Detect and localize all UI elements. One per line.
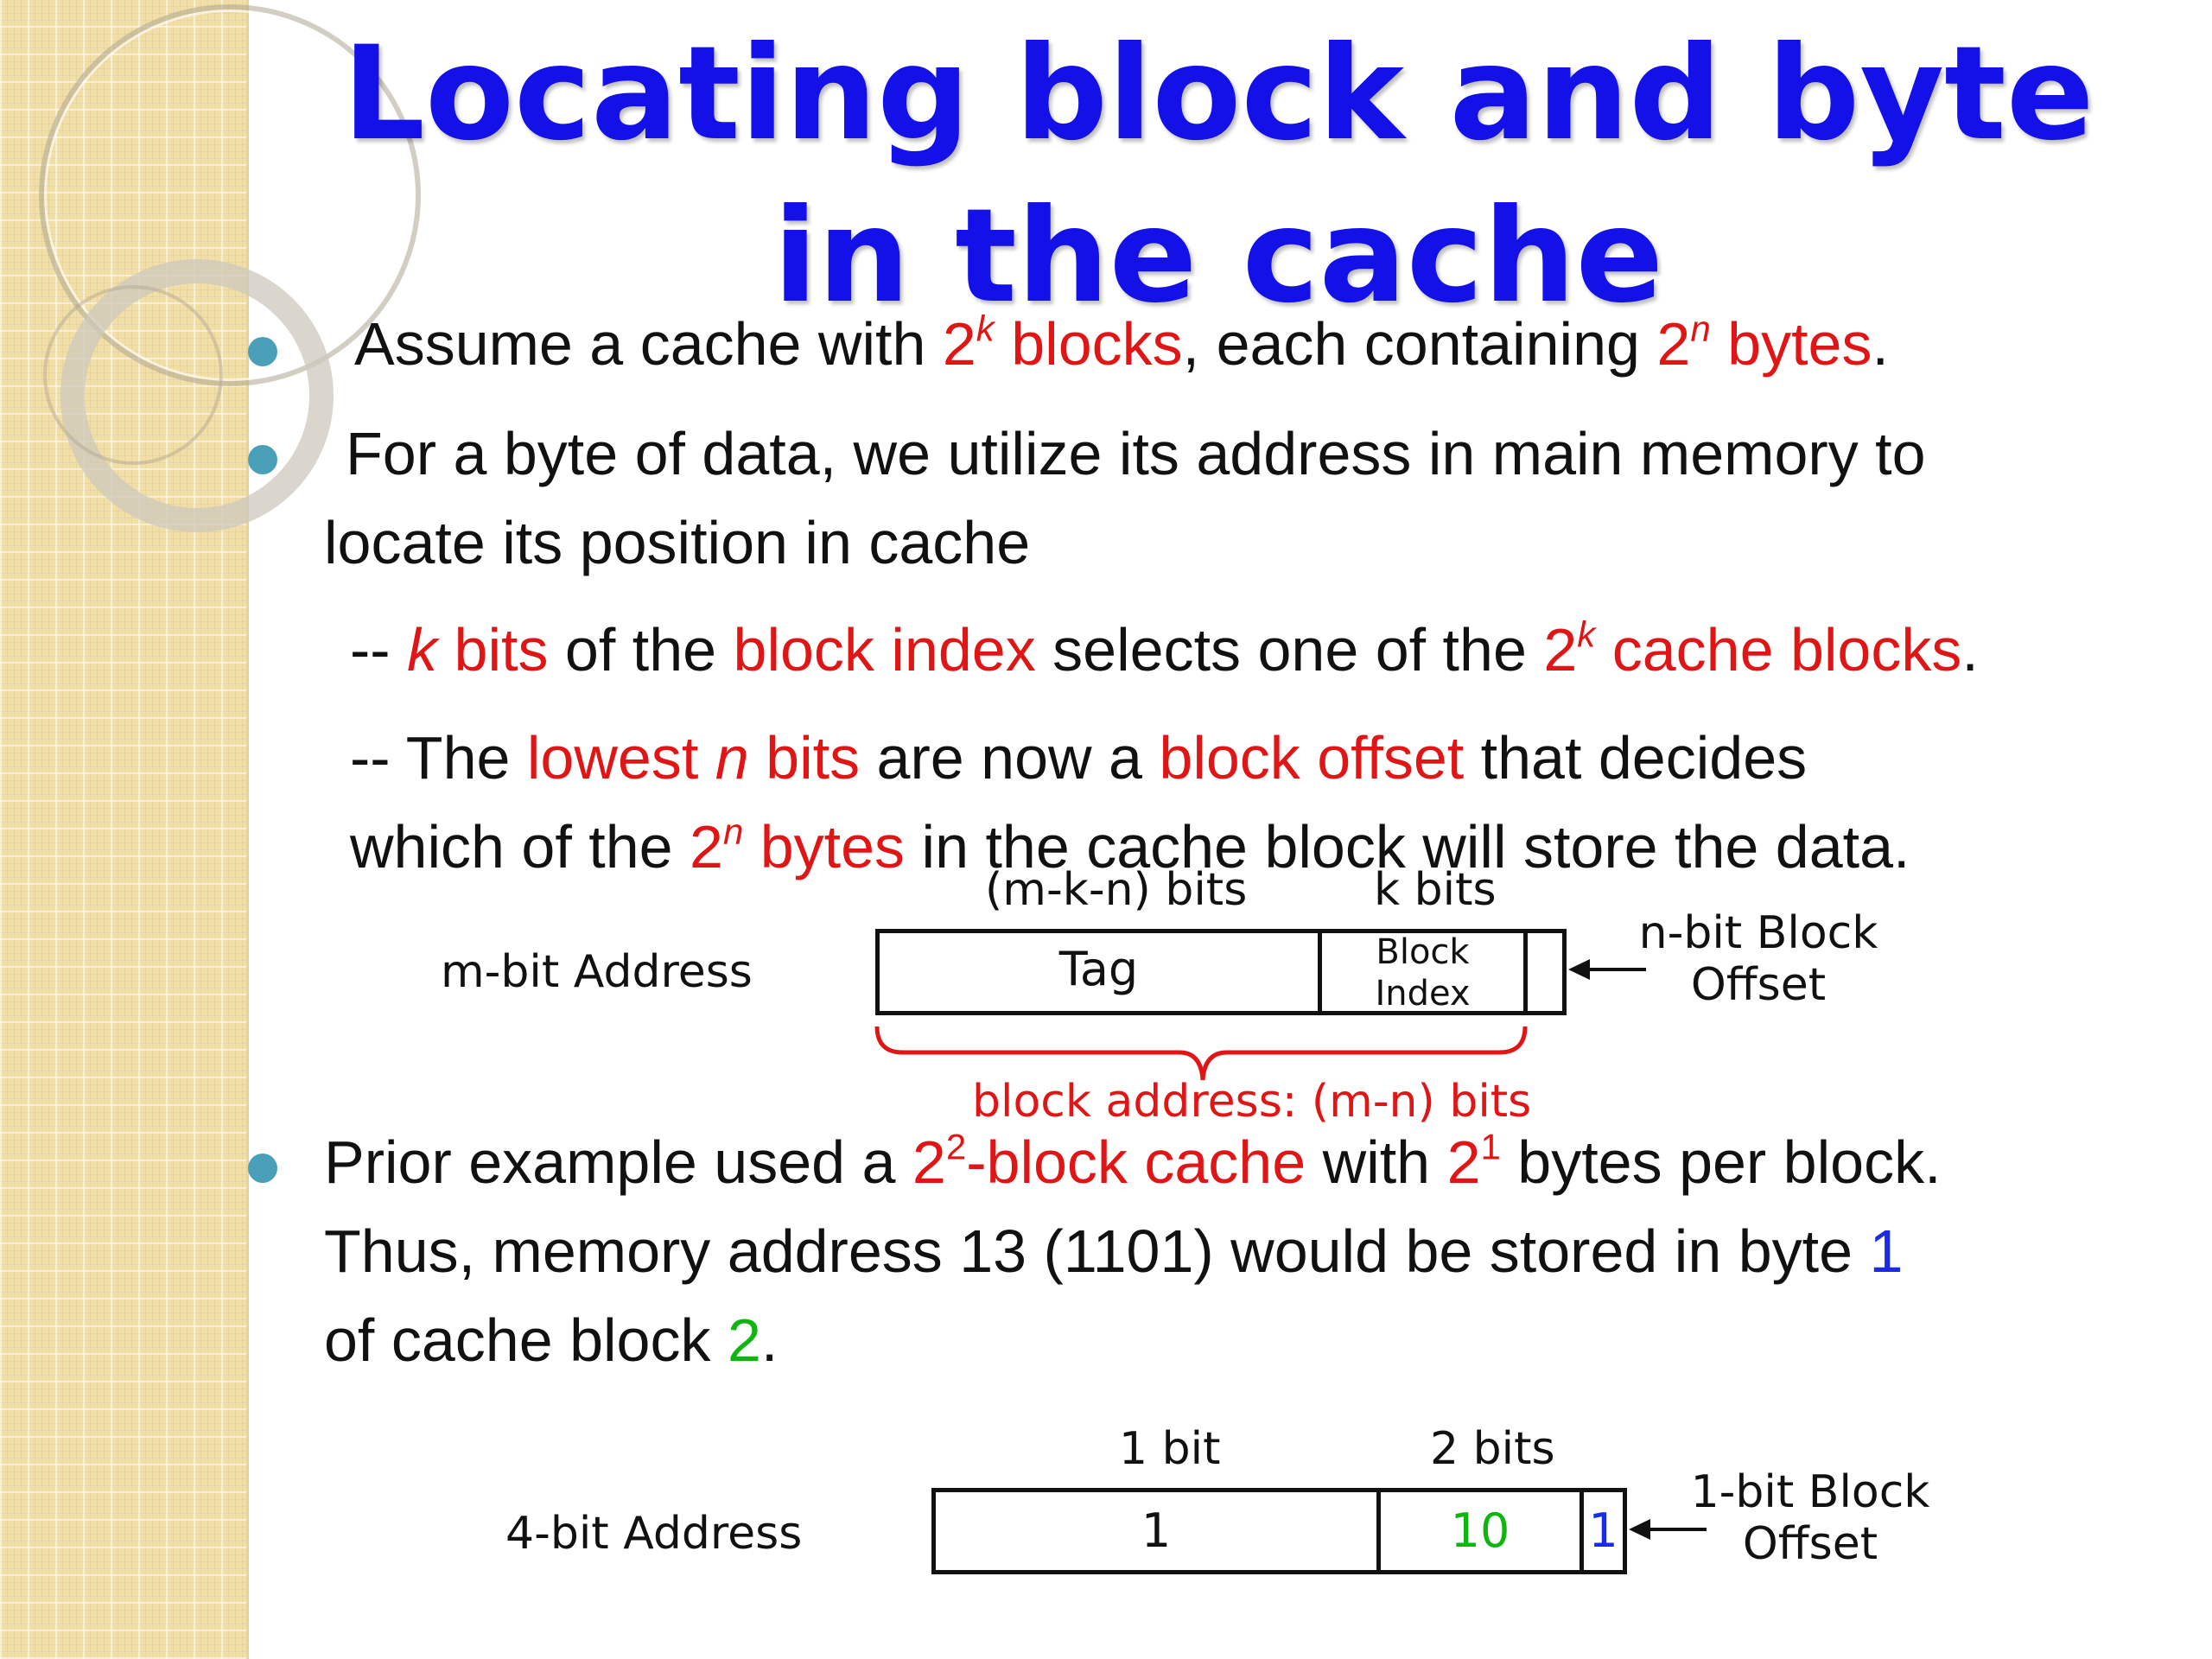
field-divider (1376, 1488, 1381, 1574)
bullet-dot (248, 445, 277, 474)
block-address-brace (874, 1026, 1528, 1081)
sub-bullet-2-line-1: -- The lowest n bits are now a block off… (350, 724, 1808, 791)
offset-arrow-head (1568, 959, 1590, 980)
address-label: 4-bit Address (505, 1508, 803, 1560)
bullet-2-line-2: locate its position in cache (324, 509, 1031, 576)
decorative-ring (43, 285, 223, 465)
address-label: m-bit Address (441, 946, 753, 998)
bullet-3-line-2: Thus, memory address 13 (1101) would be … (324, 1217, 1904, 1285)
bullet-1-text: Assume a cache with 2k blocks, each cont… (354, 308, 1889, 378)
example-address-box (931, 1488, 1627, 1574)
offset-arrow-head (1629, 1519, 1650, 1540)
address-field-box (875, 929, 1567, 1015)
block-address-label: block address: (m-n) bits (972, 1076, 1532, 1128)
bullet-2-line-1: For a byte of data, we utilize its addre… (346, 420, 1926, 487)
offset-value: 1 (1588, 1503, 1618, 1558)
field-divider (1318, 929, 1322, 1015)
field-divider (1523, 929, 1528, 1015)
tag-field-label: Tag (1058, 942, 1139, 996)
tag-bits-label: 1 bit (1119, 1423, 1221, 1475)
tag-bits-label: (m-k-n) bits (985, 864, 1248, 916)
field-divider (1580, 1488, 1584, 1574)
sub-bullet-2-line-2: which of the 2n bytes in the cache block… (350, 810, 1910, 880)
bullet-3-line-3: of cache block 2. (324, 1306, 779, 1374)
slide-title: Locating block and byte in the cache (342, 19, 2094, 332)
bullet-dot (248, 337, 277, 366)
bullet-dot (248, 1154, 277, 1183)
tag-value: 1 (1141, 1503, 1172, 1558)
bullet-3-line-1: Prior example used a 22-block cache with… (324, 1126, 1942, 1196)
index-bits-label: 2 bits (1430, 1423, 1555, 1475)
index-bits-label: k bits (1374, 864, 1497, 916)
index-value: 10 (1450, 1503, 1510, 1558)
sub-bullet-1-text: -- k bits of the block index selects one… (350, 613, 1979, 683)
